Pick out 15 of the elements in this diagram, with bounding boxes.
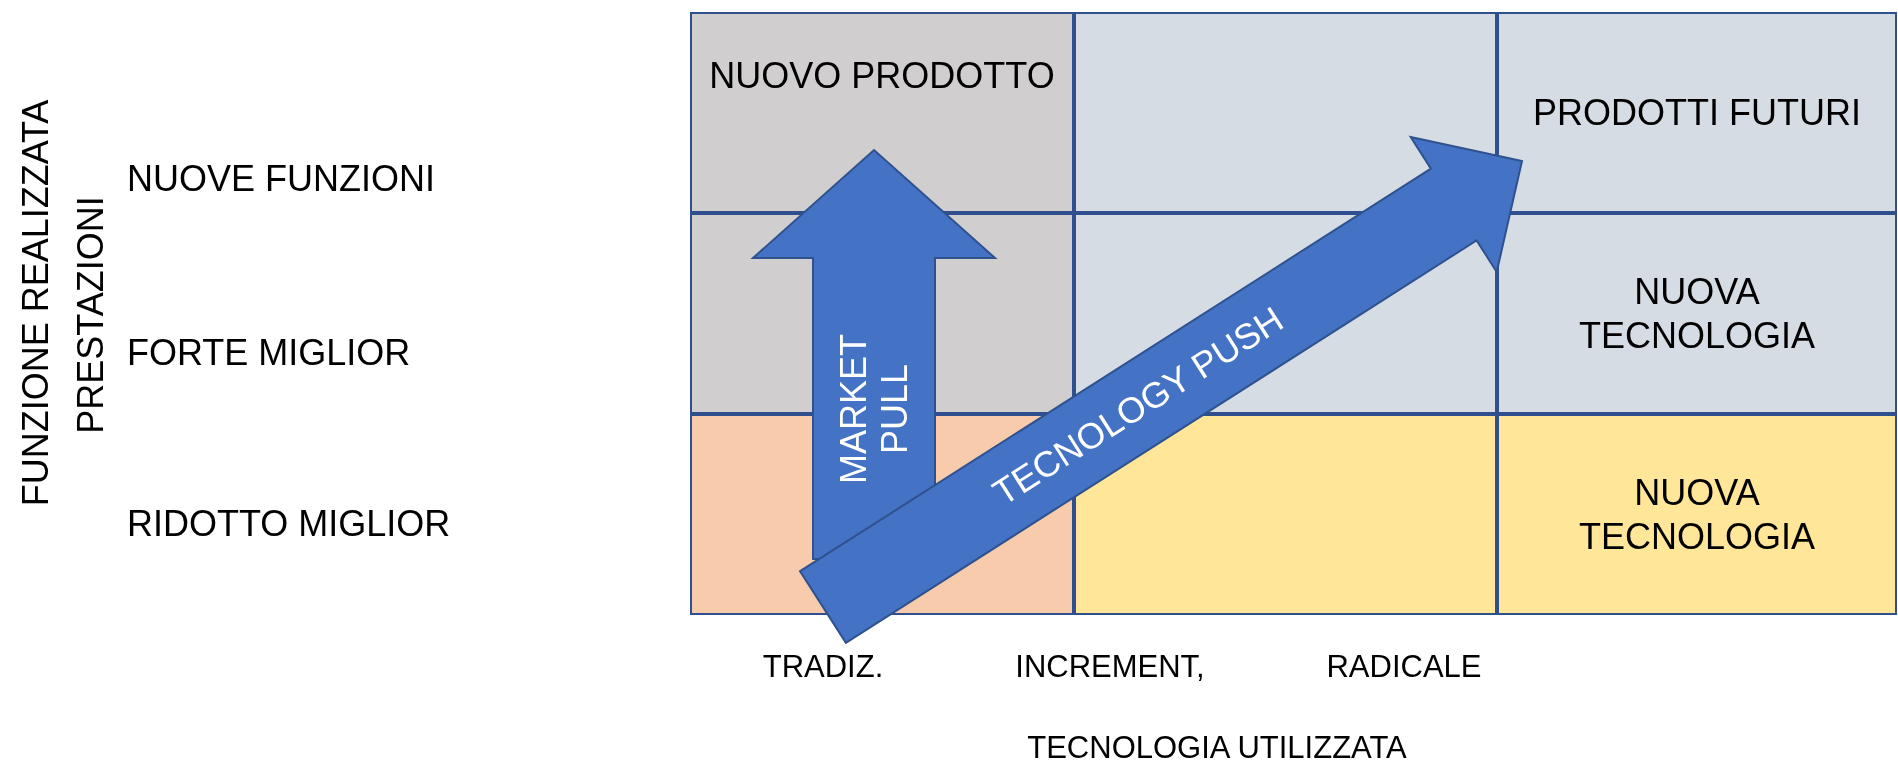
row-label: FORTE MIGLIOR <box>127 335 411 371</box>
column-label: RADICALE <box>1326 650 1482 682</box>
row-label: NUOVE FUNZIONI <box>127 161 435 197</box>
axis-title: PRESTAZIONI <box>73 196 109 434</box>
axis-title: FUNZIONE REALIZZATA <box>18 99 54 507</box>
block-arrow <box>798 135 1524 645</box>
matrix-cell: NUOVA TECNOLOGIA <box>1497 213 1897 414</box>
row-label: RIDOTTO MIGLIOR <box>127 506 451 542</box>
edge-label: MARKET PULL <box>832 332 916 486</box>
column-label: INCREMENT, <box>1015 650 1205 682</box>
matrix-cell: NUOVA TECNOLOGIA <box>1497 414 1897 615</box>
matrix-cell: PRODOTTI FUTURI <box>1497 12 1897 213</box>
axis-title: TECNOLOGIA UTILIZZATA <box>1027 731 1407 763</box>
column-label: TRADIZ. <box>762 650 884 682</box>
matrix-cell: NUOVO PRODOTTO <box>690 12 1074 213</box>
